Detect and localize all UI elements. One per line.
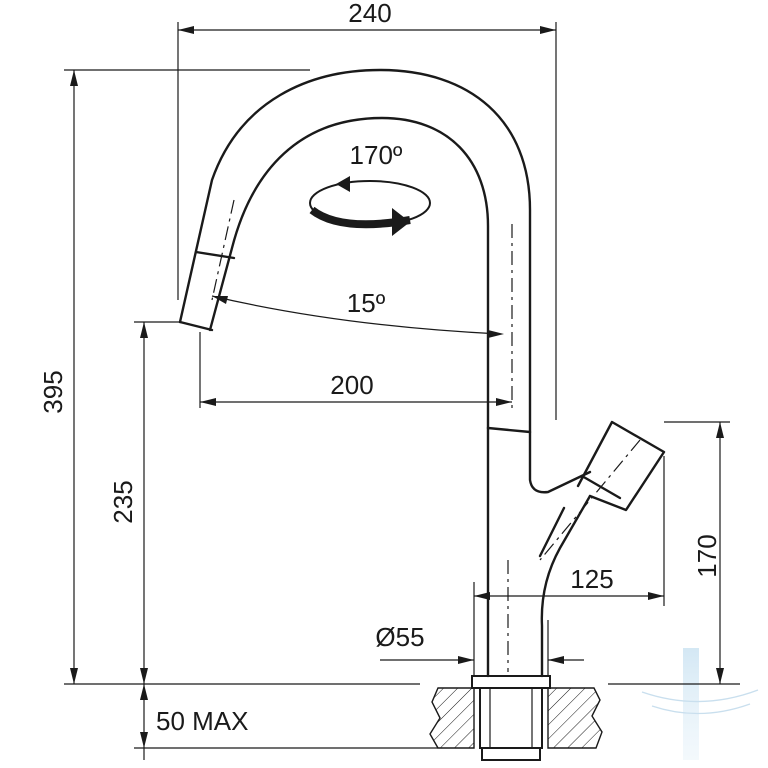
label-spout-reach: 200 <box>330 370 373 400</box>
worktop-left-hatch <box>429 687 475 749</box>
mounting-shank <box>479 687 543 749</box>
dimension-spray-angle: 15º <box>211 288 504 338</box>
label-spray-angle: 15º <box>347 288 386 318</box>
lever-neck-inner <box>538 506 566 558</box>
spray-head-top <box>194 250 236 260</box>
label-lever-offset: 125 <box>570 564 613 594</box>
tap-body <box>178 68 666 678</box>
spray-head-bottom <box>178 320 214 332</box>
dimension-spout-height: 235 <box>108 321 180 684</box>
worktop-section <box>429 675 603 761</box>
label-overall-height: 395 <box>38 370 68 413</box>
rotation-arrow-icon <box>309 176 431 236</box>
dimension-body-diameter: Ø55 <box>375 582 584 676</box>
dimension-overall-width: 240 <box>177 0 557 420</box>
label-spout-height: 235 <box>108 480 138 523</box>
stem-collar <box>486 426 532 434</box>
worktop-right-hatch <box>547 687 603 749</box>
lever-upper <box>576 420 666 512</box>
dimension-worktop-thickness: 50 MAX <box>134 684 438 760</box>
spout-outer <box>178 68 592 494</box>
label-rotation: 170º <box>350 140 403 170</box>
mounting-nut-top <box>471 675 551 689</box>
dimension-overall-height: 395 <box>38 69 310 684</box>
lever-neck <box>540 494 592 678</box>
label-lever-height: 170 <box>692 534 722 577</box>
label-body-diameter: Ø55 <box>375 622 424 652</box>
dimension-spout-reach: 200 <box>199 332 512 408</box>
dimension-lever-height: 170 <box>664 421 730 684</box>
label-worktop-thickness: 50 MAX <box>156 706 249 736</box>
mounting-nut-bottom <box>481 747 541 761</box>
dimension-lever-offset: 125 <box>474 456 665 606</box>
watermark-logo <box>641 648 759 760</box>
label-overall-width: 240 <box>348 0 391 28</box>
spout-inner <box>208 116 490 430</box>
